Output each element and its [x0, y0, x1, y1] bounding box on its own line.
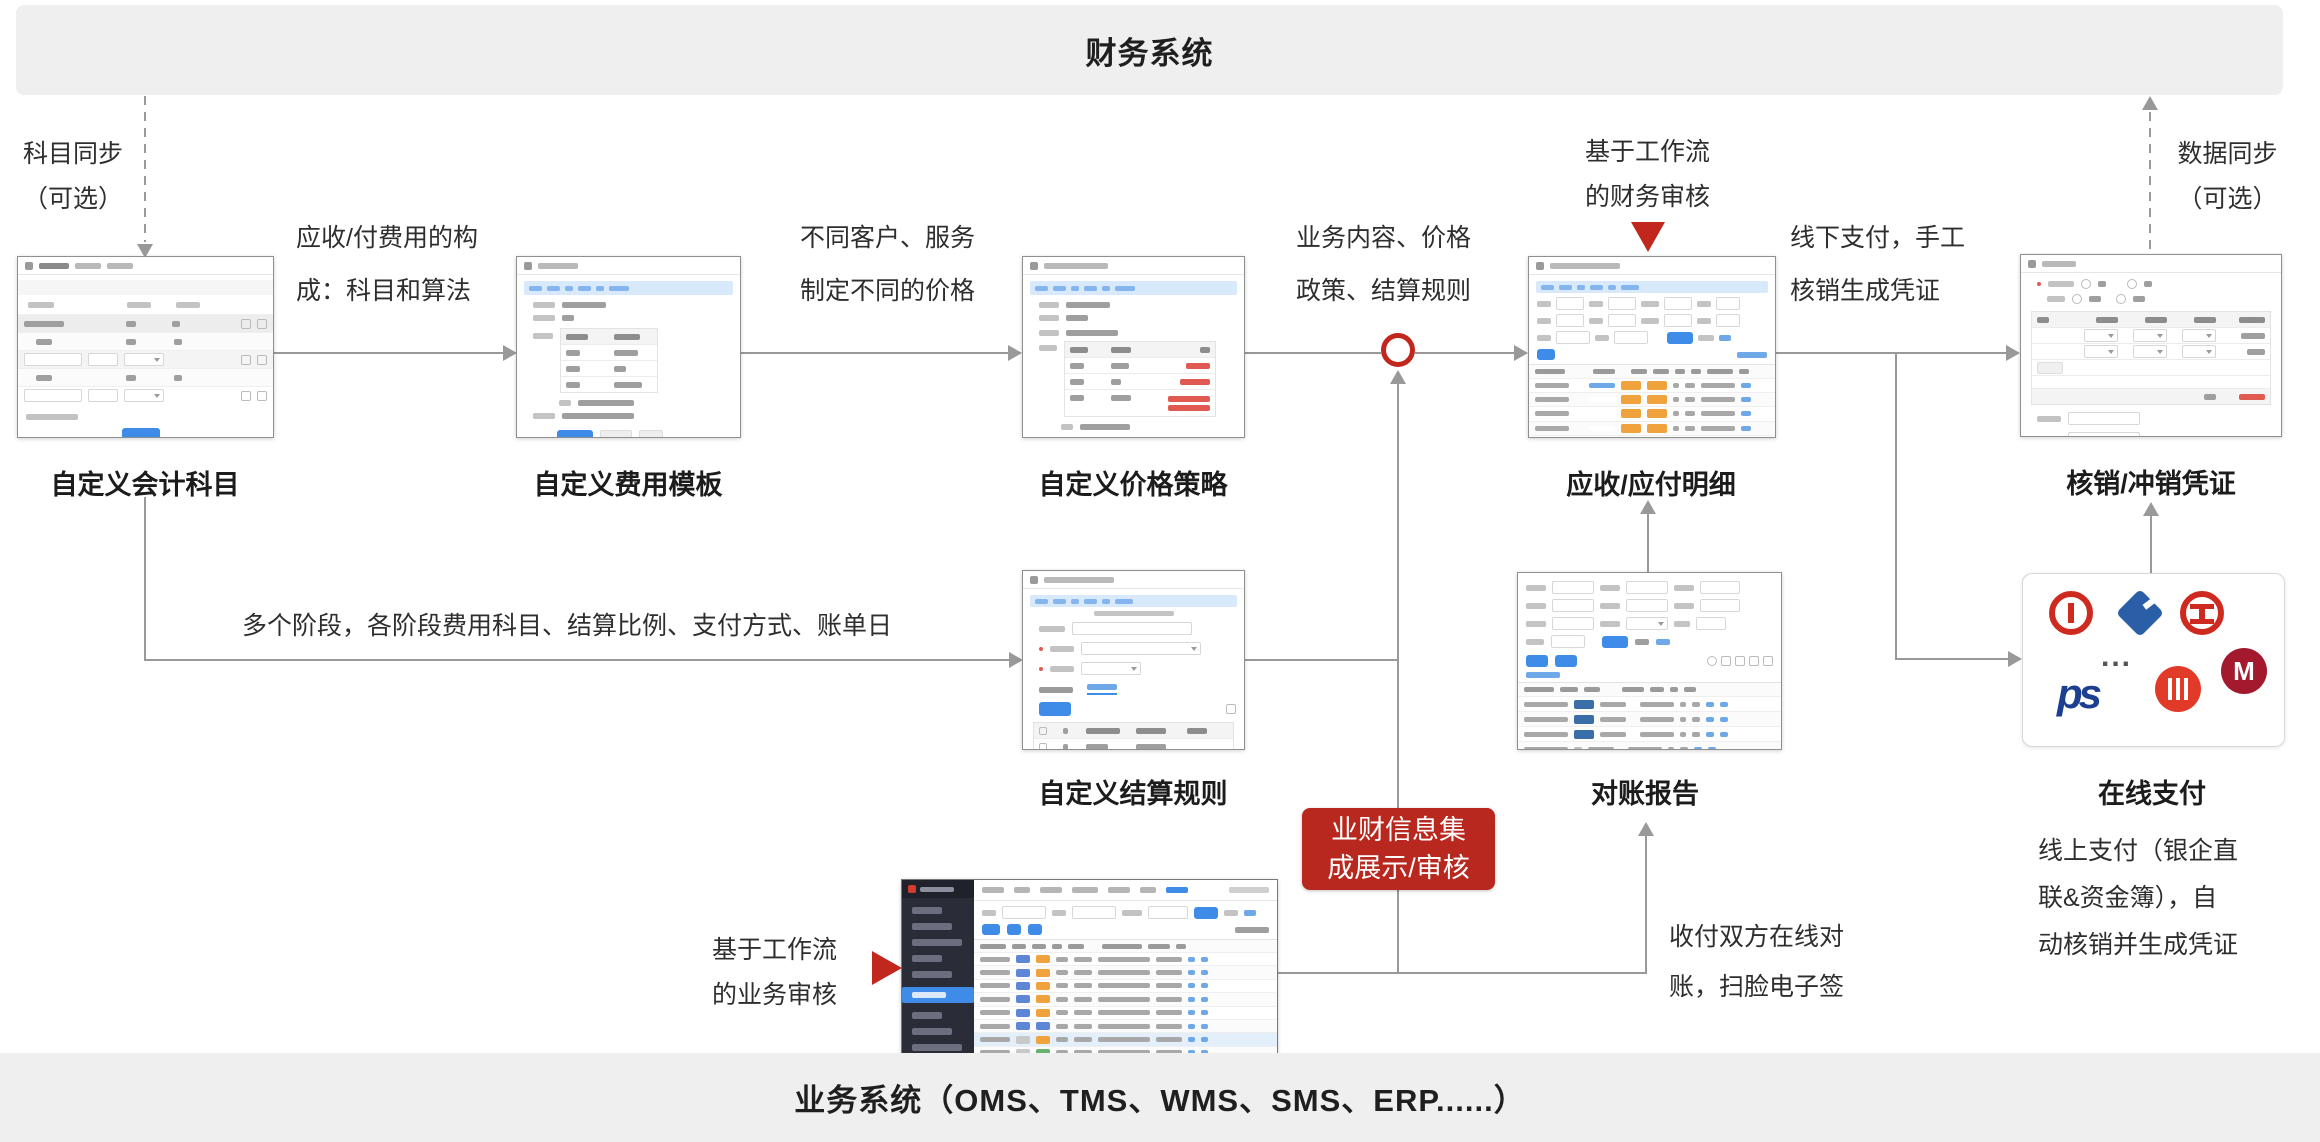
arrow-right-icon — [503, 345, 517, 361]
subjects-down-line — [144, 497, 146, 661]
branch-to-online-pay-line — [1895, 658, 2009, 660]
flow-circle-connector-icon — [1381, 333, 1415, 367]
annotation-online-reconciliation: 收付双方在线对 账，扫脸电子签 — [1669, 923, 1845, 1001]
label-settlement-rules: 自定义结算规则 — [1038, 779, 1228, 809]
annotation-finance-audit: 基于工作流 的财务审核 — [1584, 138, 1710, 211]
label-price-strategy: 自定义价格策略 — [1038, 470, 1228, 500]
annotation-subject-sync: 科目同步 （可选） — [22, 140, 123, 213]
primary-button-mock — [557, 430, 593, 437]
label-accounting-subjects: 自定义会计科目 — [50, 470, 240, 500]
branch-down-line — [1895, 352, 1897, 660]
annotation-fee-composition: 应收/付费用的构 成：科目和算法 — [296, 224, 478, 305]
onlinepay-to-voucher-line — [2150, 516, 2152, 573]
connector-subjects-to-template — [274, 352, 504, 354]
connector-circle-to-detail — [1415, 352, 1515, 354]
connector-price-to-circle — [1245, 352, 1381, 354]
annotation-business-audit: 基于工作流 的业务审核 — [712, 936, 838, 1009]
arrow-right-icon — [2008, 651, 2022, 667]
icbc-icon — [2180, 591, 2224, 635]
label-receivable-payable: 应收/应付明细 — [1566, 470, 1736, 500]
arrow-up-icon — [2142, 96, 2158, 110]
arrow-right-icon — [1008, 345, 1022, 361]
navbar-mock — [974, 880, 1277, 901]
arrow-right-icon — [2006, 345, 2020, 361]
arrow-right-icon — [1009, 652, 1023, 668]
label-online-payment: 在线支付 — [2098, 779, 2206, 809]
receivable-payable-thumbnail — [1528, 256, 1776, 438]
arrow-up-icon — [1638, 822, 1654, 836]
arrow-down-icon — [137, 244, 153, 258]
annotation-multi-stage: 多个阶段，各阶段费用科目、结算比例、支付方式、账单日 — [242, 612, 893, 640]
annotation-data-sync: 数据同步 （可选） — [2177, 140, 2278, 213]
app-icon — [25, 261, 33, 270]
accounting-subjects-thumbnail — [17, 256, 274, 438]
settlement-rules-thumbnail — [1022, 570, 1245, 750]
china-merchants-bank-icon: M — [2221, 648, 2267, 694]
thumbnail-titlebar — [18, 257, 273, 275]
connector-detail-to-voucher — [1776, 352, 2008, 354]
annotation-offline-payment: 线下支付，手工 核销生成凭证 — [1790, 224, 1966, 305]
price-strategy-thumbnail — [1022, 256, 1245, 438]
online-payment-box: ... ps M — [2022, 573, 2285, 747]
fee-template-thumbnail — [516, 256, 741, 438]
connector-template-to-price — [741, 352, 1009, 354]
arrow-up-icon — [1390, 370, 1406, 384]
writeoff-voucher-thumbnail — [2020, 254, 2282, 437]
arrow-up-icon — [2143, 502, 2159, 516]
settlement-to-center-line — [1245, 659, 1399, 661]
save-button-mock — [122, 428, 160, 437]
annotation-business-rules: 业务内容、价格 政策、结算规则 — [1296, 224, 1472, 305]
reconciliation-report-thumbnail — [1517, 572, 1782, 750]
annotation-customer-pricing: 不同客户、服务 制定不同的价格 — [800, 224, 976, 305]
label-fee-template: 自定义费用模板 — [533, 470, 723, 500]
arrow-up-icon — [1640, 500, 1656, 514]
spd-bank-icon: ps — [2057, 670, 2102, 717]
annotation-online-pay-desc: 线上支付（银企直 联&资金簿），自 动核销并生成凭证 — [2038, 837, 2239, 959]
more-banks-ellipsis: ... — [2101, 640, 2133, 673]
report-to-detail-line — [1647, 514, 1649, 572]
label-reconciliation-report: 对账报告 — [1591, 779, 1699, 809]
arrow-right-icon — [1514, 345, 1528, 361]
add-button-mock — [1039, 702, 1071, 716]
bank-of-china-icon — [2049, 591, 2093, 635]
connector-to-report-line — [1645, 836, 1647, 974]
data-sync-dashed-line — [2149, 112, 2151, 254]
business-system-band: 业务系统（OMS、TMS、WMS、SMS、ERP......） — [0, 1053, 2320, 1142]
sidebar-mock — [902, 880, 974, 1057]
finance-system-band: 财务系统 — [16, 5, 2283, 95]
citic-bank-icon — [2155, 666, 2201, 712]
business-audit-triangle-icon — [872, 951, 902, 985]
finance-audit-triangle-icon — [1631, 222, 1665, 252]
integration-badge: 业财信息集 成展示/审核 — [1302, 808, 1495, 890]
subject-sync-dashed-line — [144, 96, 146, 242]
integration-vertical-line — [1397, 384, 1399, 974]
business-system-title: 业务系统（OMS、TMS、WMS、SMS、ERP......） — [794, 1083, 1526, 1118]
bottom-connector-line — [1278, 972, 1647, 974]
connector-to-settlement-line — [144, 659, 1010, 661]
china-construction-bank-icon — [2115, 588, 2165, 638]
business-audit-thumbnail — [901, 879, 1278, 1058]
finance-system-title: 财务系统 — [1085, 35, 1214, 71]
label-writeoff-voucher: 核销/冲销凭证 — [2066, 469, 2236, 499]
